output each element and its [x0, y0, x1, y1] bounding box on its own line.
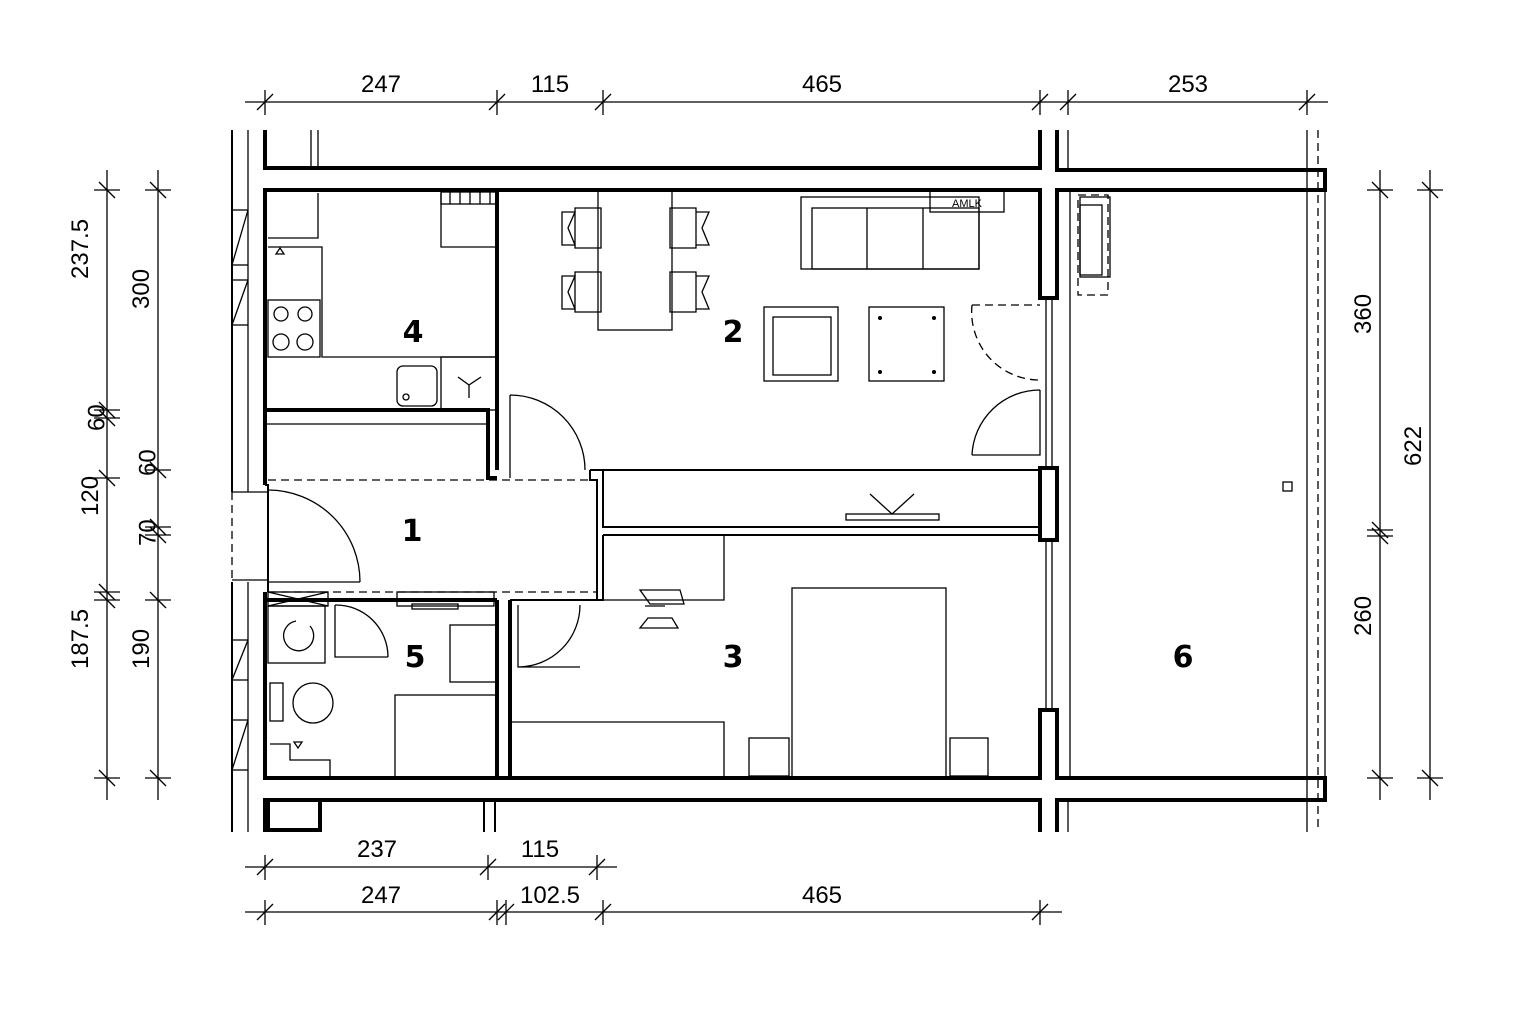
dimension-left-inner: 300 60 70 190 — [128, 170, 171, 800]
dim-label: 102.5 — [520, 882, 580, 909]
armchair — [763, 306, 839, 382]
dimension-right-inner: 360 260 — [1350, 170, 1393, 800]
dimension-bottom-2: 247 102.5 465 — [245, 882, 1062, 925]
room-label-4: 4 — [403, 315, 424, 350]
walls — [231, 130, 1327, 832]
room-label-2: 2 — [723, 315, 744, 350]
chairs — [561, 207, 710, 313]
living-room-furniture: AMLK — [561, 189, 1005, 521]
dim-label: 465 — [802, 882, 842, 909]
dim-label: 237.5 — [67, 219, 94, 279]
bedroom-furniture — [510, 535, 989, 779]
dim-label: 187.5 — [67, 609, 94, 669]
toilet-icon — [292, 682, 334, 724]
dim-label: 115 — [521, 836, 559, 863]
nightstand — [748, 737, 790, 777]
dim-label: 465 — [802, 71, 842, 98]
dim-label: 70 — [135, 519, 162, 546]
bathroom-fixtures — [267, 591, 498, 779]
balcony-fixtures — [1077, 194, 1293, 492]
dim-label: 247 — [361, 71, 401, 98]
dimension-right-outer: 622 — [1400, 170, 1443, 800]
dim-label: 190 — [128, 629, 155, 669]
dim-label: 60 — [135, 449, 162, 476]
nightstand — [949, 737, 989, 777]
stove-icon — [267, 299, 321, 358]
dim-label: 247 — [361, 882, 401, 909]
doors — [267, 304, 1041, 668]
appliance — [929, 190, 1005, 213]
dimension-left-outer: 237.5 60 120 187.5 — [67, 170, 120, 800]
appliance-label: AMLK — [952, 198, 983, 210]
room-labels: 1 2 3 4 5 6 — [402, 315, 1194, 675]
bed — [791, 587, 947, 779]
dimension-bottom-1: 237 115 — [245, 836, 617, 880]
room-label-3: 3 — [723, 640, 744, 675]
dining-table — [597, 189, 673, 331]
sink-icon — [396, 365, 438, 407]
dim-label: 115 — [531, 71, 569, 98]
tv-stand — [845, 513, 940, 521]
desk-chair — [638, 589, 685, 629]
coffee-table — [868, 306, 945, 382]
dim-label: 120 — [77, 476, 104, 516]
room-label-5: 5 — [405, 640, 426, 675]
room-label-6: 6 — [1173, 640, 1194, 675]
dim-label: 300 — [128, 269, 155, 309]
room-label-1: 1 — [402, 514, 423, 549]
dim-label: 253 — [1168, 71, 1208, 98]
dim-label: 60 — [84, 404, 111, 431]
dim-label: 622 — [1400, 426, 1427, 466]
dimension-top: 247 115 465 253 — [245, 71, 1328, 115]
washing-machine-icon — [267, 605, 326, 664]
bathtub — [394, 694, 498, 779]
dim-label: 237 — [357, 836, 397, 863]
kitchen-fixtures — [267, 191, 498, 411]
dim-label: 360 — [1350, 294, 1377, 334]
dim-label: 260 — [1350, 596, 1377, 636]
